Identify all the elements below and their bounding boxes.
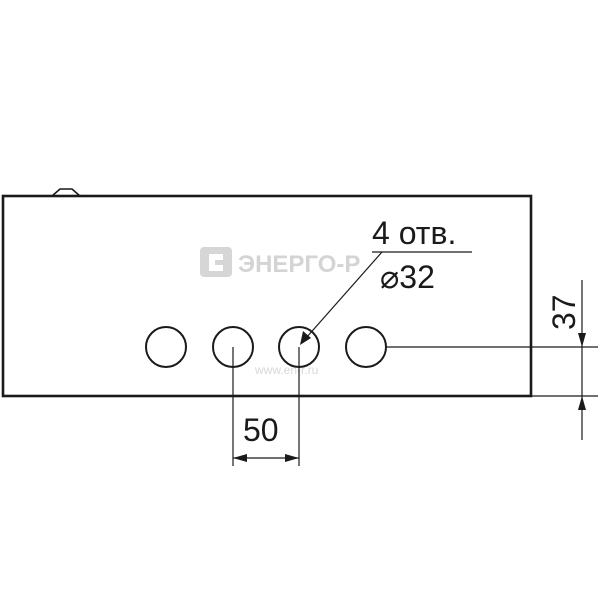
watermark-logo-icon (200, 247, 232, 277)
arrow-left (233, 454, 247, 462)
spacing-dimension: 50 (232, 347, 300, 466)
callout-arrowhead (300, 331, 311, 345)
hole-1 (145, 326, 187, 368)
spacing-value: 50 (243, 412, 279, 448)
holes (145, 326, 387, 368)
arrow-bottom (578, 396, 586, 410)
height-value: 37 (546, 294, 582, 330)
height-dimension: 37 (386, 280, 598, 440)
arrow-top (578, 333, 586, 347)
hole-diameter-label: ⌀32 (380, 259, 435, 295)
hole-count-label: 4 отв. (372, 215, 456, 251)
enclosure-outline (1, 188, 533, 398)
watermark: ЭНЕРГО-Р www.en-r.ru (200, 247, 360, 377)
arrow-right (285, 454, 299, 462)
hole-callout: 4 отв. ⌀32 (300, 215, 472, 345)
hole-4 (345, 326, 387, 368)
callout-leader (305, 251, 383, 339)
watermark-brand: ЭНЕРГО-Р (238, 251, 360, 278)
